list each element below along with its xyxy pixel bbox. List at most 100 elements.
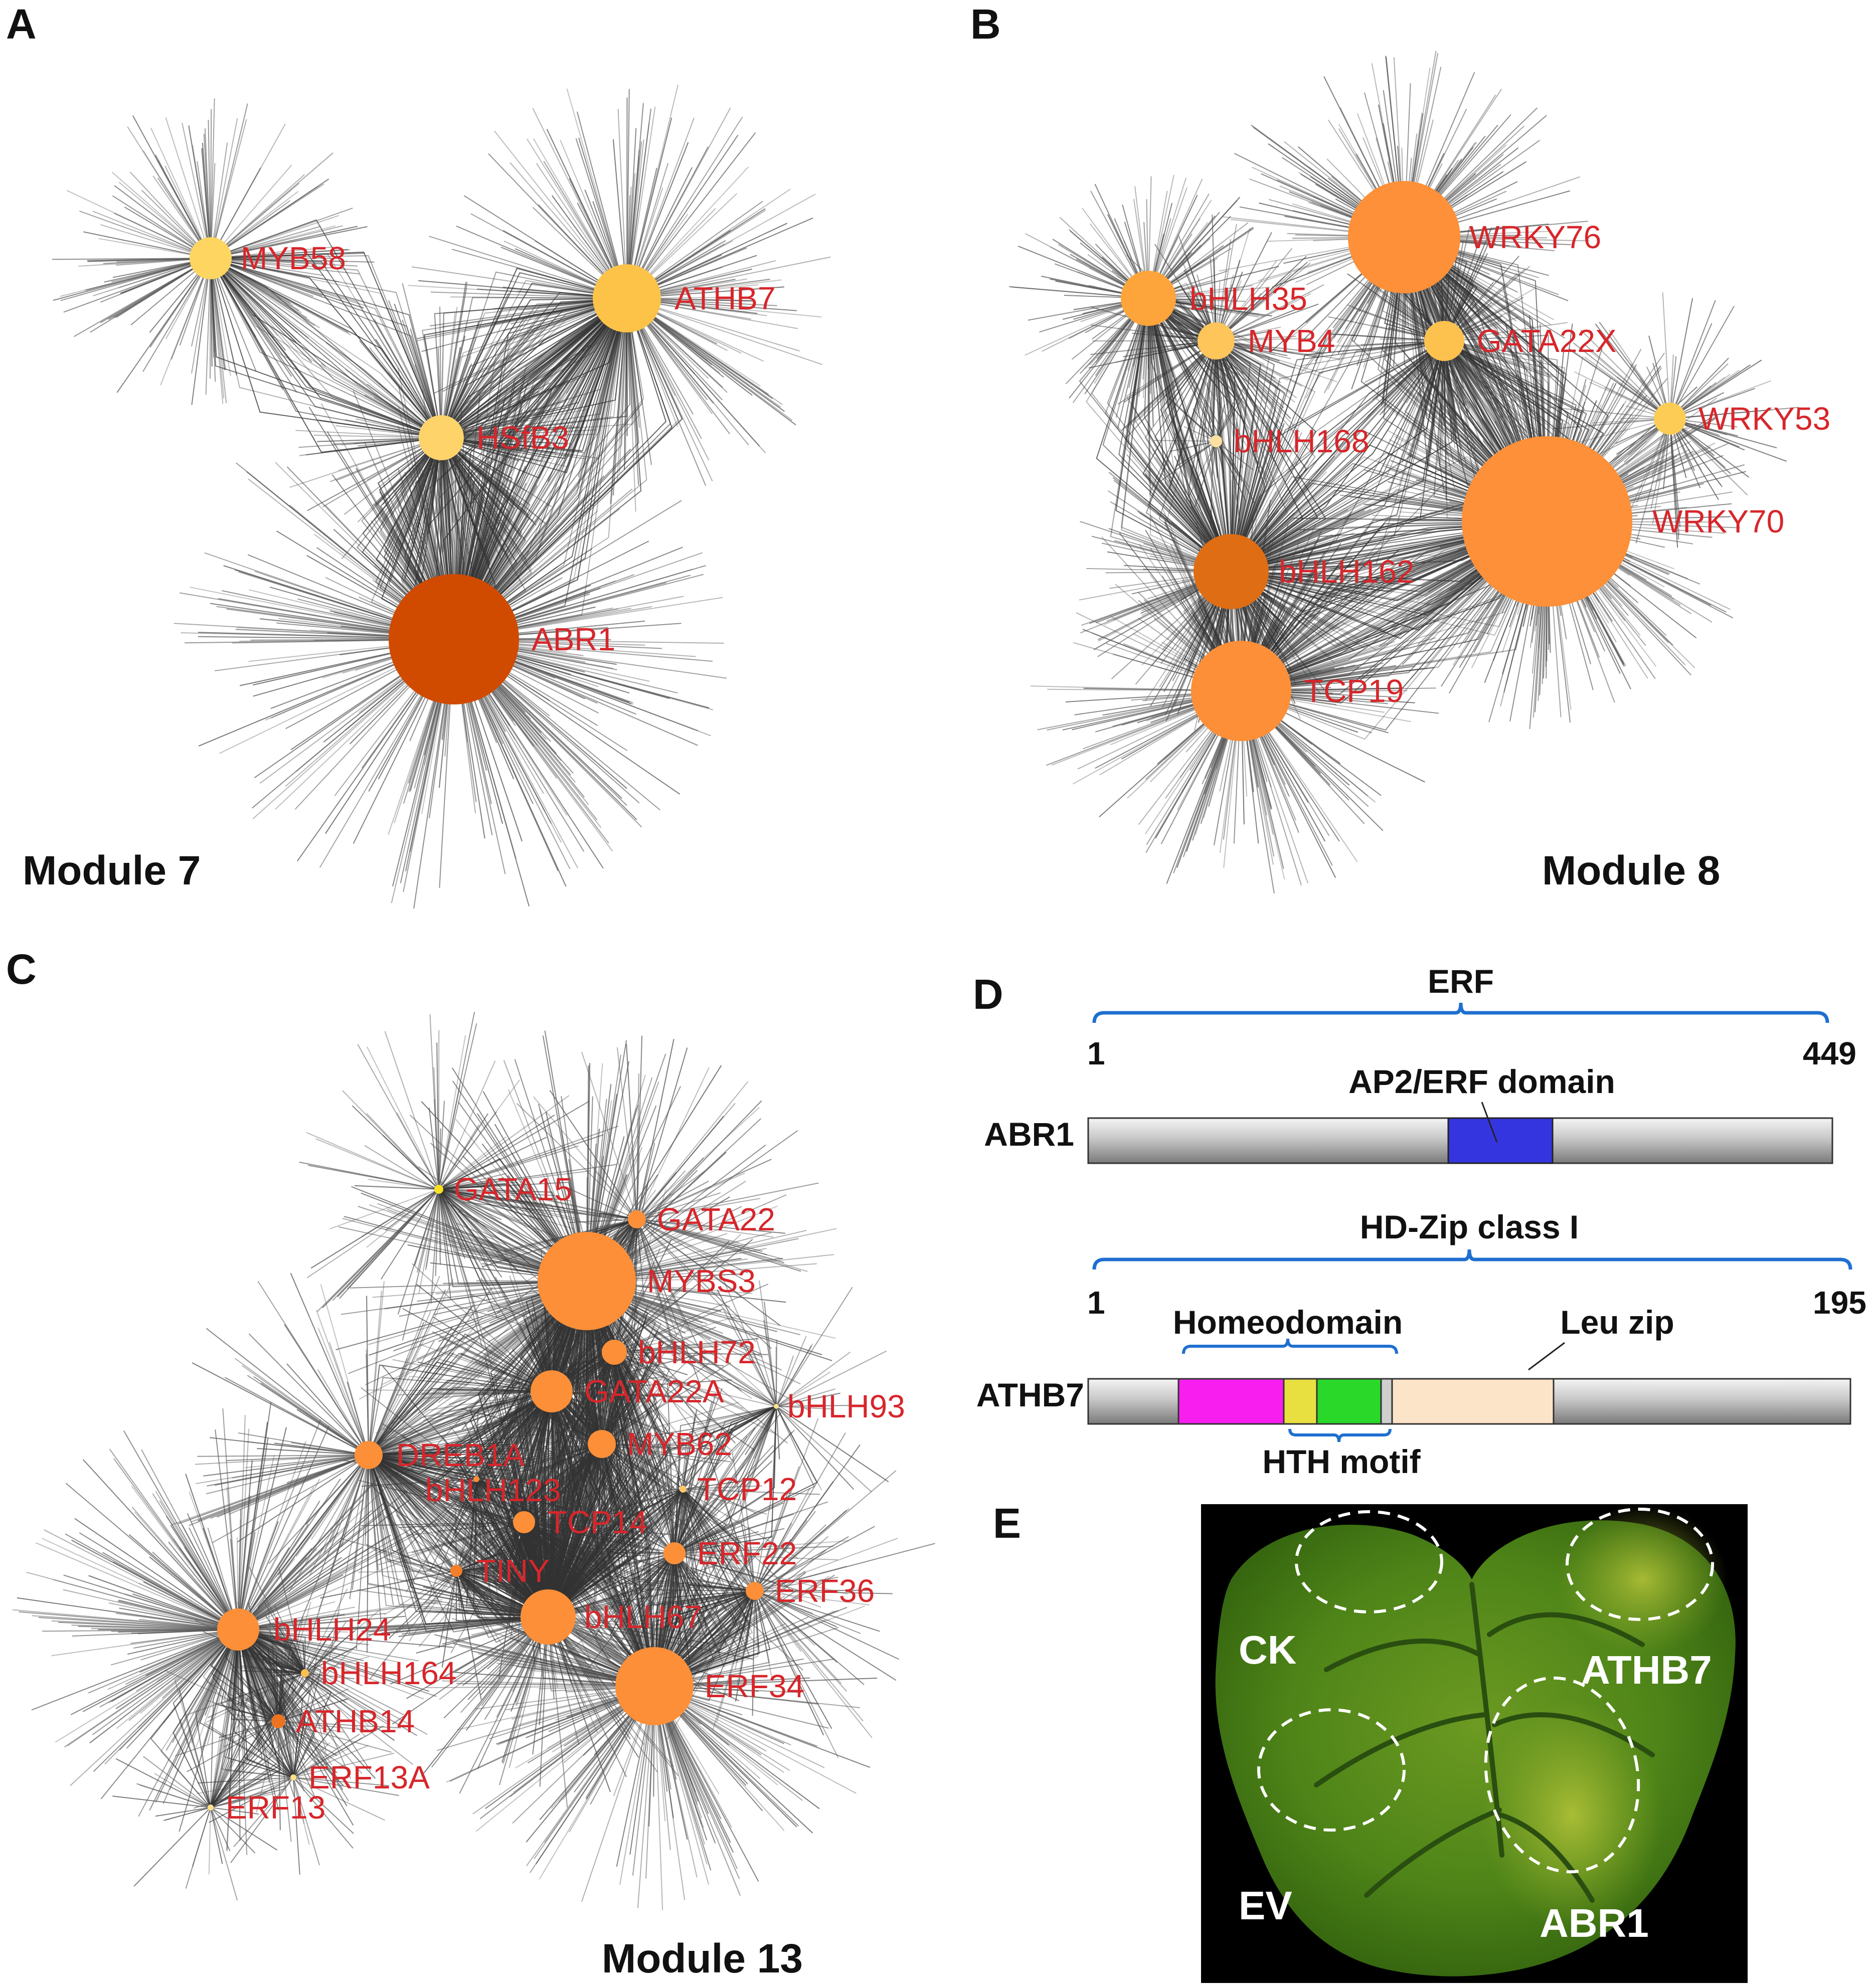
node-label-gata22x: GATA22X: [1477, 323, 1617, 359]
network-edge: [210, 258, 442, 453]
network-edge: [626, 298, 796, 426]
network-edge: [205, 258, 211, 395]
network-edge: [441, 268, 627, 438]
network-edge: [60, 258, 211, 297]
network-edge: [210, 258, 442, 438]
node-label-tcp19: TCP19: [1304, 673, 1404, 709]
network-edge: [307, 437, 442, 511]
network-edge: [422, 298, 627, 438]
network-edge: [191, 258, 211, 405]
network-edge: [210, 258, 442, 438]
node-gata22x: [1424, 321, 1464, 361]
network-edge: [416, 298, 627, 341]
network-edge: [441, 298, 627, 438]
network-edge: [441, 298, 627, 438]
network-edge: [441, 298, 627, 473]
network-edge: [210, 258, 224, 404]
network-edge: [210, 255, 442, 438]
network-edge: [210, 258, 442, 438]
panel-letter-c: C: [6, 946, 37, 993]
network-edge: [441, 298, 627, 438]
node-label-myb4: MYB4: [1248, 323, 1335, 359]
network-edge: [210, 258, 442, 438]
network-edge: [325, 342, 442, 438]
network-edge: [210, 225, 343, 259]
network-edge: [210, 249, 349, 259]
network-edge: [626, 89, 630, 299]
network-edge: [441, 298, 627, 438]
network-edge: [438, 1035, 466, 1190]
network-edge: [453, 298, 627, 640]
node-label-wrky70: WRKY70: [1652, 503, 1784, 539]
network-edge: [210, 103, 248, 259]
network-edge: [441, 298, 634, 438]
network-edge: [453, 298, 627, 640]
node-wrky70: [1462, 436, 1632, 607]
network-edge: [441, 298, 627, 438]
network-edge: [453, 298, 667, 640]
network-edge: [210, 258, 227, 404]
network-edge: [210, 178, 329, 259]
network-edge: [453, 298, 627, 640]
network-edge: [210, 152, 333, 259]
network-edge: [66, 190, 211, 259]
network-edge: [367, 1046, 439, 1190]
network-edge: [453, 298, 627, 640]
panel-letter-d: D: [973, 971, 1003, 1018]
network-edge: [210, 258, 442, 438]
network-edge: [453, 298, 627, 640]
node-bhlh168: [1210, 435, 1222, 447]
network-edge: [79, 211, 211, 259]
network-edge: [210, 258, 297, 393]
node-wrky76: [1348, 181, 1460, 293]
network-edge: [441, 298, 627, 438]
network-edge: [289, 437, 442, 488]
network-edge: [85, 258, 211, 291]
network-edge: [210, 258, 442, 438]
node-tcp19: [1191, 641, 1291, 741]
network-edge: [441, 298, 627, 438]
network-edge: [210, 258, 442, 438]
network-edge: [441, 298, 627, 438]
network-edge: [453, 298, 640, 640]
network-edge: [210, 258, 442, 438]
node-bhlh162: [1194, 534, 1269, 609]
node-label-bhlh162: bHLH162: [1279, 554, 1414, 590]
network-edge: [776, 1339, 777, 1407]
network-edge: [441, 298, 627, 451]
network-edge: [453, 298, 643, 640]
network-edge: [626, 256, 831, 299]
network-edge: [210, 258, 442, 438]
network-edge: [210, 258, 442, 438]
node-label-bhlh168: bHLH168: [1234, 423, 1369, 459]
node-label-bhlh35: bHLH35: [1189, 281, 1307, 317]
network-edge: [441, 271, 627, 438]
network-edge: [127, 126, 211, 259]
network-edge: [210, 258, 442, 438]
network-edge: [626, 298, 766, 454]
node-myb4: [1198, 322, 1235, 359]
network-edge: [210, 119, 247, 259]
network-edge: [210, 258, 360, 275]
network-edge: [82, 1629, 239, 1712]
network-edge: [165, 117, 211, 259]
network-edge: [210, 226, 358, 259]
network-edge: [453, 298, 647, 640]
network-edge: [210, 258, 442, 438]
panel-letter-e: E: [993, 1500, 1021, 1547]
network-edge: [111, 171, 211, 259]
network-edge: [142, 258, 211, 372]
network-edge: [453, 298, 627, 640]
network-edge: [441, 280, 627, 438]
node-label-wrky53: WRKY53: [1698, 401, 1830, 437]
network-edge: [210, 258, 225, 399]
network-edge: [626, 132, 756, 299]
network-edge: [210, 258, 442, 438]
panel-letter-a: A: [6, 1, 37, 48]
network-edge: [210, 258, 442, 438]
network-edge: [441, 298, 627, 438]
network-edge: [204, 128, 211, 259]
node-bhlh35: [1121, 271, 1176, 326]
network-edge: [210, 258, 442, 438]
network-edge: [160, 258, 211, 386]
